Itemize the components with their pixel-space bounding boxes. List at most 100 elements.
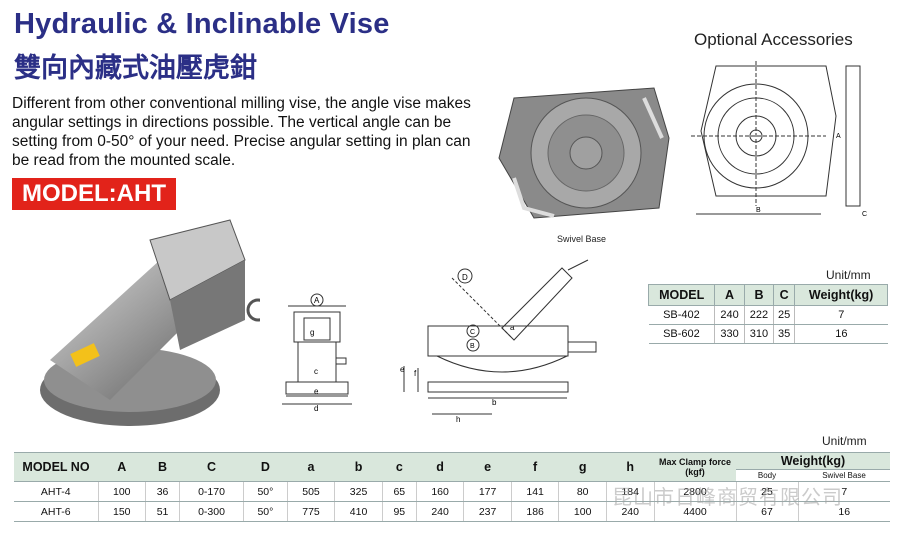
vise-front-view-drawing: A g c e d bbox=[282, 293, 352, 413]
table-subheader-row: Body Swivel Base bbox=[14, 469, 890, 482]
table-cell: 2800 bbox=[653, 481, 736, 502]
table-row: AHT-4 100 36 0-170 50° 505 325 65 160 17… bbox=[14, 481, 890, 502]
dim-label-C: C bbox=[862, 211, 867, 218]
column-header: D bbox=[243, 452, 288, 482]
table-cell: 35 bbox=[773, 324, 795, 344]
table-cell: 330 bbox=[714, 324, 745, 344]
vise-spec-table: MODEL NO A B C D a b c d e f g h Max Cla… bbox=[14, 452, 890, 522]
column-header: Weight(kg) bbox=[794, 284, 888, 306]
table-cell: 7 bbox=[794, 305, 888, 325]
dim-label-A-front: A bbox=[314, 296, 320, 305]
table-cell: 177 bbox=[463, 481, 512, 502]
table-cell: 240 bbox=[415, 501, 464, 522]
table-cell: 325 bbox=[334, 481, 383, 502]
table-cell: 50° bbox=[243, 481, 288, 502]
column-header: C bbox=[179, 452, 244, 482]
column-header-clamp-force: Max Clamp force (kgf) bbox=[654, 452, 736, 482]
optional-accessories-heading: Optional Accessories bbox=[694, 30, 853, 49]
dim-label-g: g bbox=[310, 328, 314, 337]
table-cell: 51 bbox=[145, 501, 180, 522]
column-header: C bbox=[773, 284, 796, 306]
table-cell: 100 bbox=[558, 501, 607, 522]
page-title-chinese: 雙向內藏式油壓虎鉗 bbox=[14, 53, 257, 84]
dim-label-e: e bbox=[400, 365, 405, 374]
table-cell: AHT-6 bbox=[14, 501, 98, 522]
accessory-spec-table: MODEL A B C Weight(kg) SB-402 240 222 25… bbox=[647, 284, 888, 344]
table-cell: SB-602 bbox=[648, 324, 715, 344]
column-header: a bbox=[287, 452, 335, 482]
column-header: d bbox=[416, 452, 464, 482]
table-cell: 150 bbox=[97, 501, 146, 522]
main-table-unit: Unit/mm bbox=[822, 434, 867, 448]
accessory-unit: Unit/mm bbox=[826, 268, 871, 282]
table-cell: 25 bbox=[735, 481, 798, 502]
table-header-row: MODEL NO A B C D a b c d e f g h Max Cla… bbox=[14, 452, 890, 482]
table-row: AHT-6 150 51 0-300 50° 775 410 95 240 23… bbox=[14, 501, 890, 522]
swivel-base-photo bbox=[498, 87, 670, 219]
table-cell: 775 bbox=[286, 501, 335, 522]
table-cell: 184 bbox=[605, 481, 654, 502]
table-cell: 0-170 bbox=[179, 481, 244, 502]
column-header: B bbox=[145, 452, 180, 482]
table-cell: 95 bbox=[381, 501, 417, 522]
dim-label-h: h bbox=[456, 415, 460, 424]
vise-head bbox=[170, 260, 245, 350]
dim-label-A: A bbox=[836, 133, 841, 140]
table-cell: 0-300 bbox=[179, 501, 244, 522]
column-header: A bbox=[98, 452, 146, 482]
column-header: A bbox=[714, 284, 745, 306]
table-cell: 505 bbox=[286, 481, 335, 502]
table-row: SB-602 330 310 35 16 bbox=[648, 324, 888, 344]
table-cell: 7 bbox=[797, 481, 890, 502]
table-cell: 160 bbox=[415, 481, 464, 502]
table-header-row: MODEL A B C Weight(kg) bbox=[647, 284, 888, 306]
page-title: Hydraulic & Inclinable Vise bbox=[14, 8, 390, 40]
dim-label-e-front: e bbox=[314, 387, 319, 396]
column-header: b bbox=[334, 452, 383, 482]
column-header: e bbox=[463, 452, 512, 482]
table-cell: 16 bbox=[794, 324, 888, 344]
dim-label-b: b bbox=[492, 398, 497, 407]
table-cell: 237 bbox=[463, 501, 512, 522]
vise-side-view-drawing: D a C B e f b h bbox=[400, 259, 597, 424]
dim-label-d: d bbox=[314, 404, 318, 413]
column-header: MODEL bbox=[647, 284, 716, 306]
column-header: MODEL NO bbox=[14, 452, 98, 482]
table-cell: 410 bbox=[334, 501, 383, 522]
table-cell: 222 bbox=[743, 305, 774, 325]
table-cell: 186 bbox=[510, 501, 559, 522]
table-cell: 310 bbox=[743, 324, 774, 344]
table-cell: 80 bbox=[558, 481, 607, 502]
swivel-base-drawing: B A C bbox=[691, 61, 867, 218]
column-header: c bbox=[382, 452, 417, 482]
vise-photo bbox=[40, 219, 260, 426]
dim-label-B: B bbox=[756, 207, 761, 214]
dim-label-f: f bbox=[414, 369, 417, 378]
model-badge: MODEL:AHT bbox=[12, 178, 176, 210]
table-cell: 36 bbox=[145, 481, 180, 502]
dim-label-D: D bbox=[462, 273, 468, 282]
watermark: 昆山市日峰商贸有限公司 bbox=[612, 485, 843, 509]
vise-brand-label bbox=[70, 343, 100, 367]
table-cell: 65 bbox=[381, 481, 417, 502]
table-cell: 141 bbox=[510, 481, 559, 502]
dim-label-a: a bbox=[510, 323, 515, 332]
column-header: g bbox=[558, 452, 607, 482]
column-subheader: Swivel Base bbox=[798, 469, 890, 482]
vise-handle bbox=[246, 298, 260, 322]
table-cell: 4400 bbox=[653, 501, 736, 522]
swivel-base-caption: Swivel Base bbox=[557, 234, 607, 244]
column-header: B bbox=[743, 284, 775, 306]
dim-label-B-side: B bbox=[470, 343, 475, 350]
table-cell: 67 bbox=[735, 501, 798, 522]
table-cell: AHT-4 bbox=[14, 481, 98, 502]
table-cell: 100 bbox=[97, 481, 146, 502]
table-cell: SB-402 bbox=[648, 305, 715, 325]
table-cell: 50° bbox=[243, 501, 288, 522]
column-header: h bbox=[606, 452, 654, 482]
column-subheader: Body bbox=[736, 469, 798, 482]
table-cell: 25 bbox=[773, 305, 795, 325]
column-header: f bbox=[511, 452, 559, 482]
column-header-weight: Weight(kg) bbox=[736, 452, 890, 470]
table-row: SB-402 240 222 25 7 bbox=[648, 305, 888, 325]
